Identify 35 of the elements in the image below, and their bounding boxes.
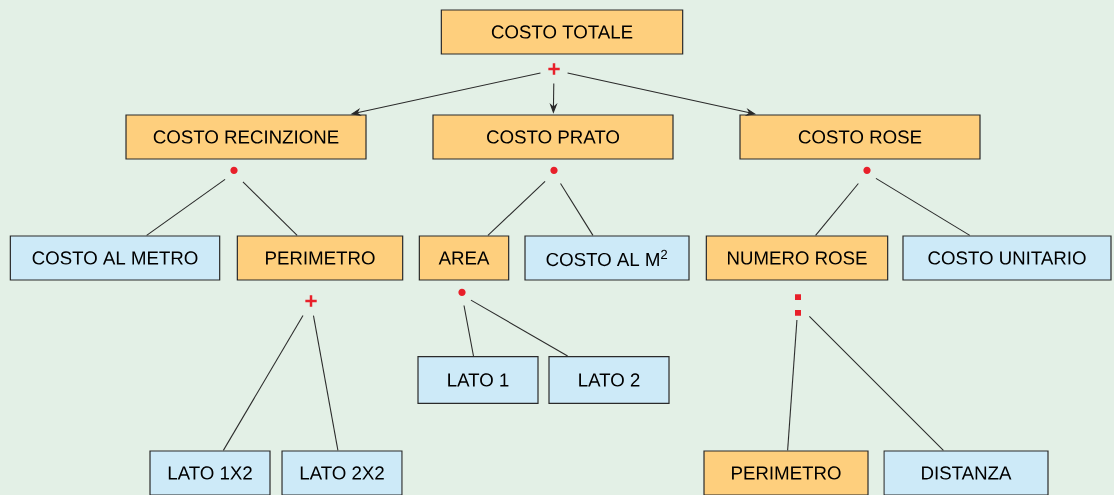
concept-box: LATO 2X2 (281, 450, 403, 495)
operator-sign: : (795, 294, 801, 316)
connector-line (815, 182, 859, 236)
connector-line (470, 299, 569, 357)
operator-sign: + (305, 295, 317, 307)
concept-box: COSTO ROSE (739, 114, 981, 160)
connector-line (560, 182, 594, 236)
concept-box: LATO 1X2 (149, 450, 271, 495)
concept-box: COSTO AL M$^{2}$ (524, 235, 690, 281)
concept-box: NUMERO ROSE (705, 235, 889, 281)
connector-line (787, 319, 798, 451)
concept-box: AREA (418, 235, 510, 281)
connector-line (487, 180, 546, 236)
concept-box: COSTO RECINZIONE (125, 114, 367, 160)
concept-box: PERIMETRO (703, 450, 869, 495)
concept-box: COSTO TOTALE (440, 9, 684, 55)
connector-line (242, 181, 298, 236)
concept-box: COSTO PRATO (432, 114, 674, 160)
connector-line (463, 304, 475, 357)
concept-box: COSTO UNITARIO (902, 235, 1112, 281)
concept-box: LATO 1 (417, 356, 539, 404)
operator-sign: • (458, 288, 466, 296)
concept-box: LATO 2 (548, 356, 670, 404)
concept-box: DISTANZA (883, 450, 1049, 495)
connector-line (875, 177, 971, 236)
connector-line (808, 315, 944, 451)
concept-box: PERIMETRO (236, 235, 404, 281)
concept-box: COSTO AL METRO (9, 235, 221, 281)
connector-line (146, 178, 226, 236)
connector-line (312, 315, 339, 451)
operator-sign: • (550, 166, 558, 174)
operator-sign: • (230, 166, 238, 174)
operator-sign: + (548, 63, 560, 75)
connector-line (222, 315, 304, 451)
operator-sign: • (863, 166, 871, 174)
